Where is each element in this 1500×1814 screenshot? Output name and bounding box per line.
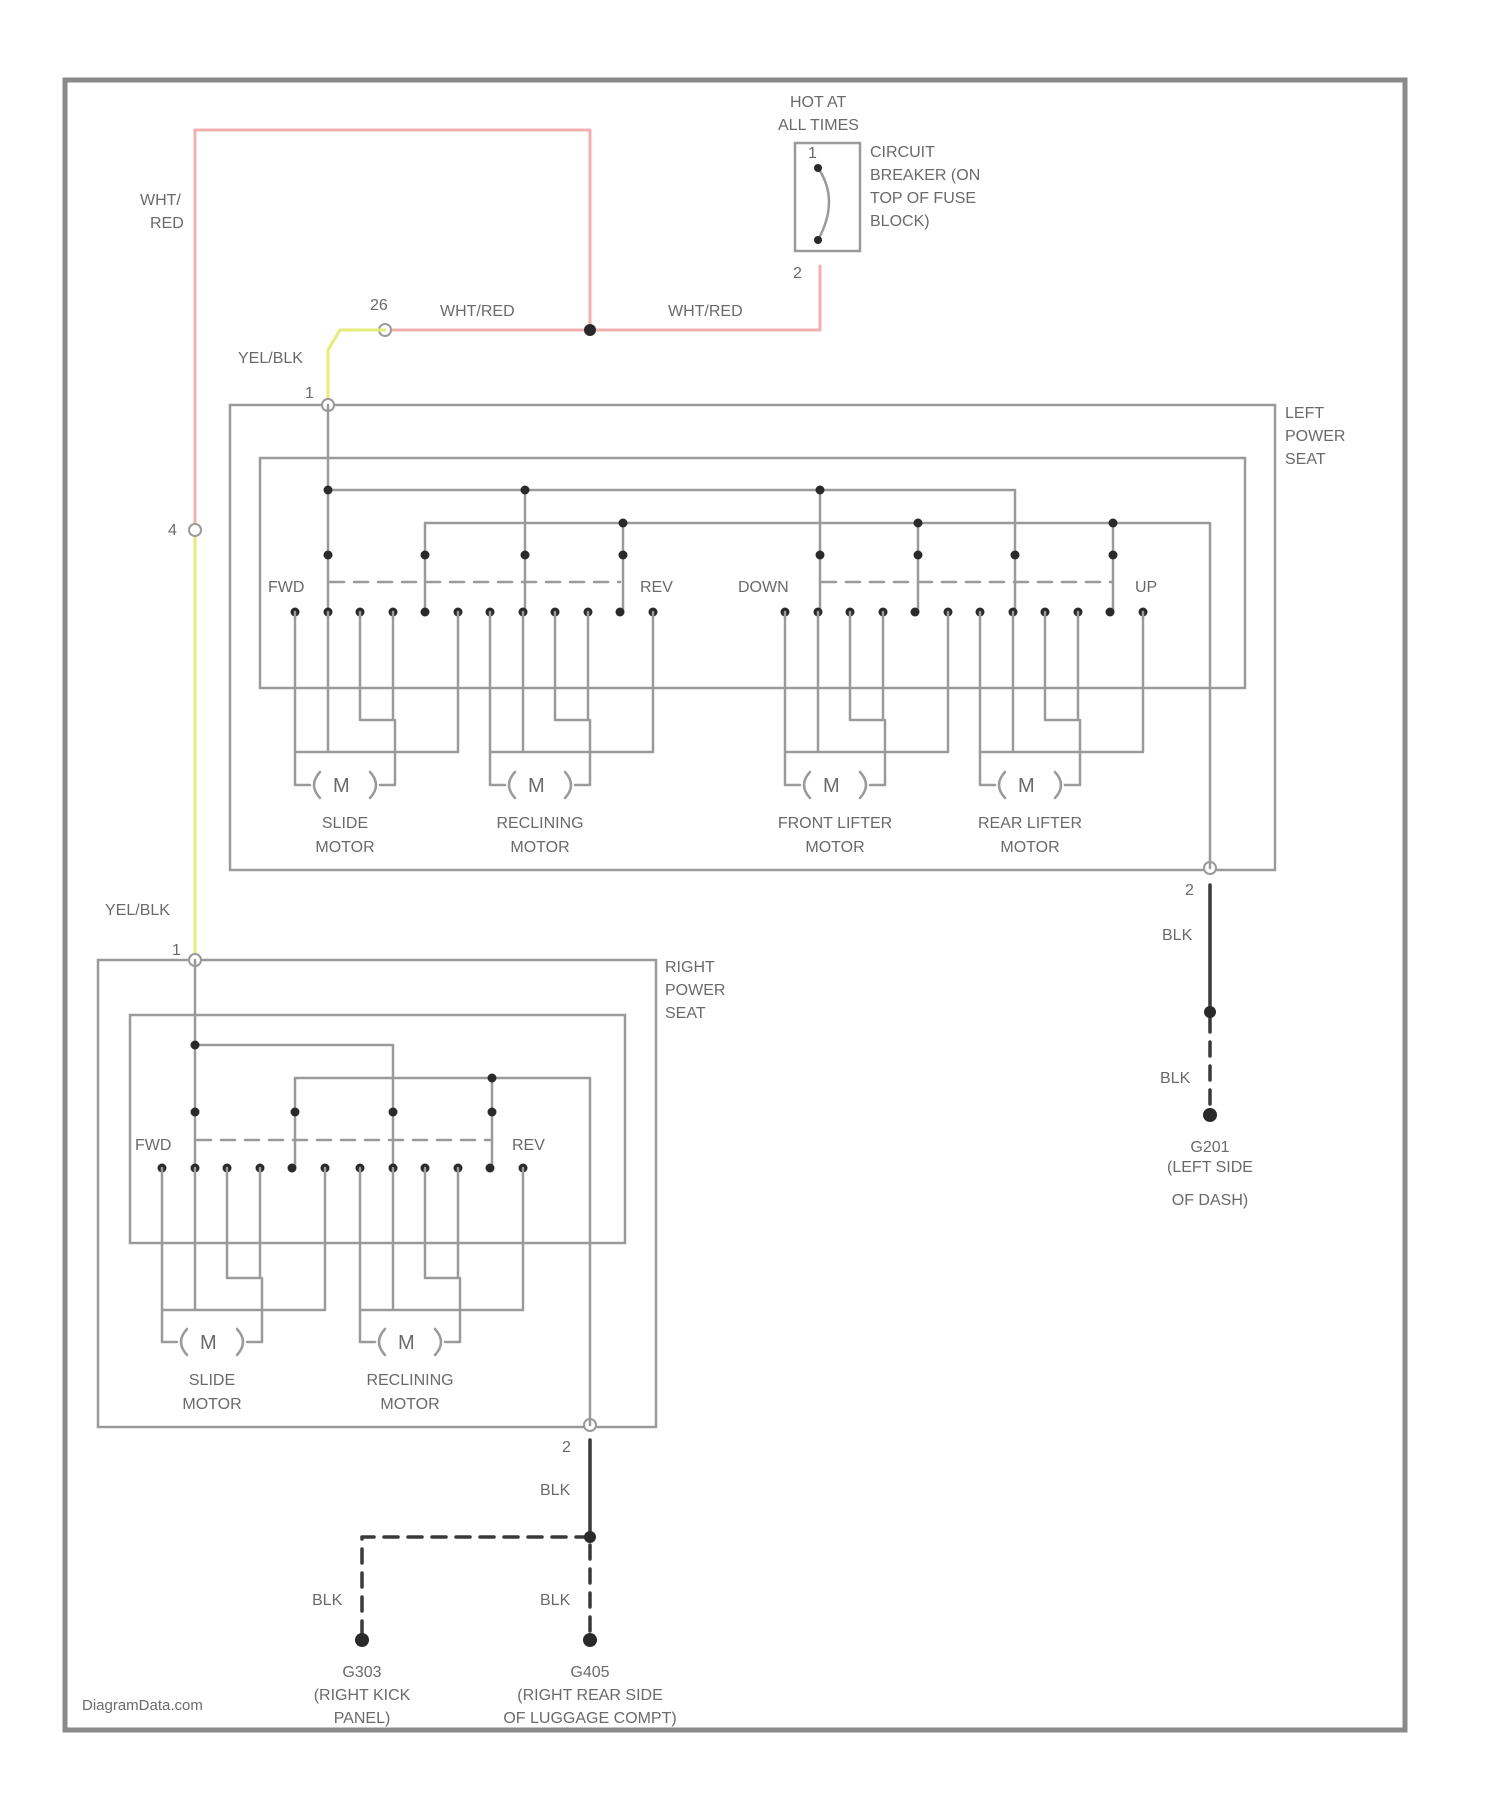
wire-yel-blk-left [328, 330, 385, 405]
connector-4 [189, 524, 201, 536]
motor-label-1: SLIDE [322, 815, 368, 832]
ground-g201-desc-2: OF DASH) [1172, 1192, 1248, 1209]
right-recline-motor-group [356, 1164, 528, 1311]
motor-label-2: MOTOR [1000, 839, 1059, 856]
wire-label-wht-red-2: WHT/RED [668, 303, 743, 320]
cb-terminal-top [814, 164, 822, 172]
motor-label-1: FRONT LIFTER [778, 815, 892, 832]
wire-label-blk-1: BLK [1162, 927, 1193, 944]
wire-label-blk-3: BLK [540, 1482, 571, 1499]
left-seat-pin-in-label: 1 [305, 385, 314, 402]
wire-blk-right-ground-dash [362, 1537, 590, 1635]
wire-label-blk-5: BLK [540, 1592, 571, 1609]
ground-g201-id: G201 [1190, 1139, 1229, 1156]
wire-label-yel-blk-2: YEL/BLK [105, 902, 170, 919]
left-switch-label-fwd: FWD [268, 579, 304, 596]
motor-symbol: M [528, 775, 545, 797]
motor-label-2: MOTOR [182, 1396, 241, 1413]
wire-wht-red-loop [195, 130, 590, 525]
motor-label-2: MOTOR [315, 839, 374, 856]
cb-pin-top: 1 [808, 145, 817, 162]
ground-g303-desc-1: (RIGHT KICK [314, 1687, 411, 1704]
right-power-seat-box [98, 960, 656, 1427]
left-slide-motor: M SLIDE MOTOR [295, 720, 395, 856]
right-recline-motor: M RECLINING MOTOR [360, 1278, 460, 1413]
motor-symbol: M [1018, 775, 1035, 797]
right-seat-pin-in-label: 1 [172, 942, 181, 959]
left-switch-label-down: DOWN [738, 579, 789, 596]
motor-symbol: M [200, 1332, 217, 1354]
cb-label-2: BREAKER (ON [870, 167, 980, 184]
hot-label-2: ALL TIMES [778, 117, 859, 134]
right-seat-title-1: RIGHT [665, 959, 715, 976]
hot-label-1: HOT AT [790, 94, 847, 111]
left-front-lifter-motor-group [781, 608, 953, 753]
right-seat-title-2: POWER [665, 982, 725, 999]
diagram-border [65, 80, 1405, 1730]
right-switch-label-fwd: FWD [135, 1137, 171, 1154]
ground-g405 [583, 1633, 597, 1647]
wire-label-wht-red-1: WHT/RED [440, 303, 515, 320]
left-recline-motor-group [486, 608, 658, 753]
ground-g303-desc-2: PANEL) [334, 1710, 391, 1727]
connector-26-label: 26 [370, 297, 388, 314]
motor-label-2: MOTOR [805, 839, 864, 856]
wire-label-wht-red-v1: WHT/ [140, 192, 181, 209]
cb-terminal-bottom [814, 236, 822, 244]
ground-g201-desc-1: (LEFT SIDE [1167, 1159, 1253, 1176]
ground-g405-id: G405 [570, 1664, 609, 1681]
left-seat-title-1: LEFT [1285, 405, 1324, 422]
ground-g303-id: G303 [342, 1664, 381, 1681]
ground-g405-desc-2: OF LUGGAGE COMPT) [503, 1710, 676, 1727]
motor-symbol: M [333, 775, 350, 797]
motor-label-1: REAR LIFTER [978, 815, 1082, 832]
right-slide-motor-group [158, 1164, 330, 1311]
left-power-seat-box [230, 405, 1275, 870]
left-seat-title-2: POWER [1285, 428, 1345, 445]
cb-label-3: TOP OF FUSE [870, 190, 976, 207]
wire-label-blk-4: BLK [312, 1592, 343, 1609]
cb-label-1: CIRCUIT [870, 144, 935, 161]
motor-label-1: RECLINING [366, 1372, 453, 1389]
connector-4-label: 4 [168, 522, 177, 539]
wire-wht-red-main [385, 266, 820, 330]
motor-label-2: MOTOR [510, 839, 569, 856]
left-seat-title-3: SEAT [1285, 451, 1326, 468]
splice-left-ground [1204, 1006, 1216, 1018]
left-rear-lifter-motor: M REAR LIFTER MOTOR [978, 720, 1082, 856]
watermark: DiagramData.com [82, 1697, 203, 1714]
wire-label-blk-2: BLK [1160, 1070, 1191, 1087]
cb-pin-bottom: 2 [793, 265, 802, 282]
left-recline-motor: M RECLINING MOTOR [490, 720, 590, 856]
left-rear-lifter-motor-group [976, 608, 1148, 753]
wire-label-wht-red-v2: RED [150, 215, 184, 232]
splice-wht-red [584, 324, 596, 336]
splice-right-ground [584, 1531, 596, 1543]
circuit-breaker-box [795, 143, 860, 251]
motor-label-1: RECLINING [496, 815, 583, 832]
left-seat-pin-out-label: 2 [1185, 882, 1194, 899]
right-switch-label-rev: REV [512, 1137, 545, 1154]
left-slide-motor-group [291, 608, 463, 753]
motor-symbol: M [398, 1332, 415, 1354]
right-seat-pin-out-label: 2 [562, 1439, 571, 1456]
left-switch-label-rev: REV [640, 579, 673, 596]
ground-g201 [1203, 1108, 1217, 1122]
left-switch-label-up: UP [1135, 579, 1157, 596]
left-front-lifter-motor: M FRONT LIFTER MOTOR [778, 720, 892, 856]
left-seat-switch-box [260, 458, 1245, 688]
ground-g405-desc-1: (RIGHT REAR SIDE [517, 1687, 663, 1704]
motor-label-2: MOTOR [380, 1396, 439, 1413]
circuit-breaker-element [818, 168, 829, 240]
right-slide-motor: M SLIDE MOTOR [162, 1278, 262, 1413]
wire-label-yel-blk-1: YEL/BLK [238, 350, 303, 367]
motor-label-1: SLIDE [189, 1372, 235, 1389]
right-seat-title-3: SEAT [665, 1005, 706, 1022]
cb-label-4: BLOCK) [870, 213, 930, 230]
right-seat-switch-box [130, 1015, 625, 1243]
ground-g303 [355, 1633, 369, 1647]
motor-symbol: M [823, 775, 840, 797]
